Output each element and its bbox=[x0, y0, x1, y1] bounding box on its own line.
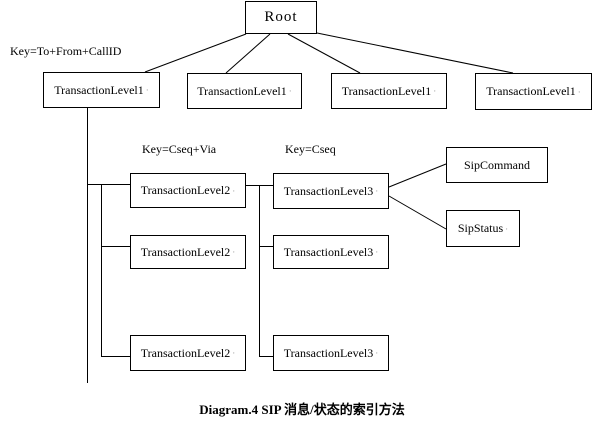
edge-level3-to-sipcommand bbox=[388, 163, 447, 188]
node-transaction-level1-4: TransactionLevel1· bbox=[475, 73, 592, 110]
paragraph-mark: · bbox=[375, 186, 379, 196]
node-sip-status: SipStatus· bbox=[446, 210, 520, 247]
node-label: TransactionLevel2 bbox=[140, 183, 231, 197]
node-label: TransactionLevel2 bbox=[140, 345, 231, 360]
node-transaction-level1-2: TransactionLevel1· bbox=[187, 73, 302, 109]
paragraph-mark: · bbox=[375, 247, 379, 257]
node-transaction-level3-3: TransactionLevel3· bbox=[273, 335, 389, 371]
node-sip-command: SipCommand bbox=[446, 147, 548, 183]
edge-root-to-level1-3 bbox=[287, 33, 361, 74]
level2-key-label: Key=Cseq+Via bbox=[142, 142, 217, 156]
paragraph-mark: · bbox=[145, 85, 149, 95]
level3-key-label: Key=Cseq bbox=[285, 142, 336, 156]
node-label: TransactionLevel1 bbox=[54, 82, 144, 97]
paragraph-mark: · bbox=[232, 247, 236, 257]
node-transaction-level2-1: TransactionLevel2· bbox=[130, 173, 246, 208]
node-label: TransactionLevel3 bbox=[283, 183, 374, 198]
node-label: SipStatus bbox=[457, 221, 504, 235]
paragraph-mark: · bbox=[505, 223, 509, 234]
level1-key-label: Key=To+From+CallID bbox=[10, 44, 122, 58]
node-transaction-level3-1: TransactionLevel3· bbox=[273, 173, 389, 209]
node-label: TransactionLevel1 bbox=[486, 84, 576, 98]
node-root: Root bbox=[245, 1, 317, 34]
paragraph-mark: · bbox=[577, 86, 581, 97]
edge-root-to-level1-4 bbox=[316, 32, 514, 74]
node-transaction-level1-3: TransactionLevel1· bbox=[331, 73, 447, 109]
paragraph-mark: · bbox=[288, 86, 292, 96]
paragraph-mark: · bbox=[232, 348, 236, 358]
node-transaction-level2-2: TransactionLevel2· bbox=[130, 235, 246, 269]
node-label: TransactionLevel3 bbox=[283, 244, 374, 259]
edge-root-to-level1-2 bbox=[225, 33, 271, 74]
node-label: TransactionLevel2 bbox=[140, 244, 231, 259]
node-label: TransactionLevel3 bbox=[283, 345, 374, 360]
diagram-caption: Diagram.4 SIP 消息/状态的索引方法 bbox=[199, 402, 405, 417]
paragraph-mark: · bbox=[232, 185, 236, 196]
paragraph-mark: · bbox=[433, 86, 437, 96]
node-root-label: Root bbox=[264, 9, 298, 25]
paragraph-mark: · bbox=[375, 348, 379, 358]
node-transaction-level2-3: TransactionLevel2· bbox=[130, 335, 246, 371]
node-label: TransactionLevel1 bbox=[197, 83, 287, 98]
node-transaction-level1-1: TransactionLevel1· bbox=[43, 72, 160, 108]
node-transaction-level3-2: TransactionLevel3· bbox=[273, 235, 389, 269]
node-label: TransactionLevel1 bbox=[341, 83, 432, 98]
node-label: SipCommand bbox=[463, 157, 530, 172]
edge-root-to-level1-1 bbox=[144, 33, 247, 73]
edge-level3-to-sipstatus bbox=[388, 195, 447, 230]
